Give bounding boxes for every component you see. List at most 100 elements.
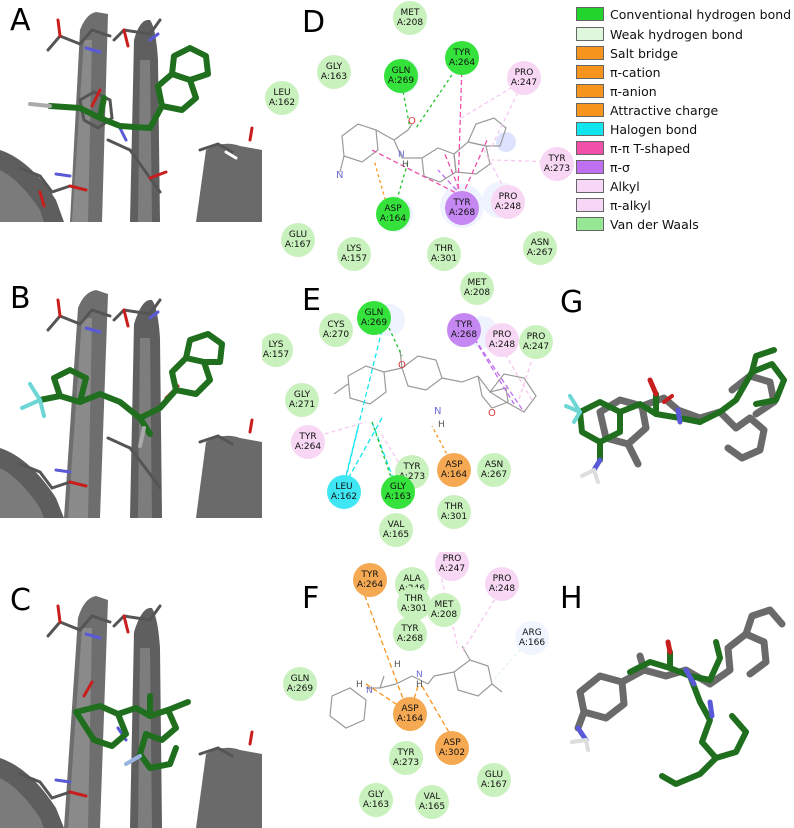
legend-swatch	[576, 179, 604, 193]
atom-nitrogen-d-1: N	[336, 170, 344, 181]
docking-render-c	[0, 596, 262, 828]
legend-swatch	[576, 198, 604, 212]
panel-letter-b: B	[10, 281, 31, 316]
legend-label: π-cation	[610, 64, 661, 80]
legend-swatch	[576, 27, 604, 41]
panel-a: A	[0, 0, 262, 222]
atom-nitrogen-f-2: N	[416, 670, 423, 680]
legend-item: π-cation	[576, 64, 661, 80]
panel-letter-c: C	[10, 583, 31, 618]
legend-label: Attractive charge	[610, 102, 719, 118]
legend-swatch	[576, 217, 604, 231]
legend-label: π-anion	[610, 83, 657, 99]
atom-hydrogen-f-3: H	[416, 680, 423, 690]
legend-swatch	[576, 141, 604, 155]
legend-item: Conventional hydrogen bond	[576, 6, 791, 22]
panel-b: B	[0, 278, 262, 518]
legend-label: π-π T-shaped	[610, 140, 691, 156]
legend-label: Salt bridge	[610, 45, 679, 61]
legend-swatch	[576, 160, 604, 174]
legend-label: π-σ	[610, 159, 630, 175]
panel-c: C	[0, 578, 262, 828]
atom-oxygen-e-2: O	[488, 408, 496, 419]
legend-label: Conventional hydrogen bond	[610, 6, 792, 22]
docking-render-b	[0, 290, 262, 518]
panel-letter-a: A	[10, 3, 31, 38]
legend-swatch	[576, 122, 604, 136]
legend-swatch	[576, 65, 604, 79]
legend-item: π-alkyl	[576, 197, 651, 213]
legend-label: π-alkyl	[610, 197, 651, 213]
legend-item: Attractive charge	[576, 102, 718, 118]
panel-h: H	[560, 552, 794, 828]
legend-item: π-anion	[576, 83, 657, 99]
panel-letter-e: E	[302, 283, 321, 318]
atom-hydrogen-d: H	[402, 160, 409, 170]
legend-item: Van der Waals	[576, 216, 699, 232]
docking-render-a	[0, 12, 262, 222]
legend-swatch	[576, 46, 604, 60]
legend-item: Halogen bond	[576, 121, 697, 137]
atom-hydrogen-f-1: H	[356, 680, 363, 690]
legend-label: Alkyl	[610, 178, 640, 194]
legend-item: Weak hydrogen bond	[576, 26, 743, 42]
superposition-render-g	[564, 347, 787, 484]
atom-oxygen-e-1: O	[398, 360, 406, 371]
panel-letter-d: D	[302, 5, 326, 40]
legend-item: Alkyl	[576, 178, 640, 194]
superposition-render-h	[570, 606, 786, 787]
panel-letter-h: H	[560, 581, 583, 616]
legend-swatch	[576, 84, 604, 98]
legend-label: Van der Waals	[610, 216, 699, 232]
legend-item: Salt bridge	[576, 45, 678, 61]
panel-letter-f: F	[302, 581, 320, 616]
legend-item: π-σ	[576, 159, 630, 175]
legend-item: π-π T-shaped	[576, 140, 690, 156]
atom-oxygen-d: O	[408, 116, 416, 127]
panel-g: G	[560, 272, 794, 532]
legend-label: Halogen bond	[610, 121, 698, 137]
legend-label: Weak hydrogen bond	[610, 26, 743, 42]
panel-letter-g: G	[560, 285, 584, 320]
legend-swatch	[576, 7, 604, 21]
